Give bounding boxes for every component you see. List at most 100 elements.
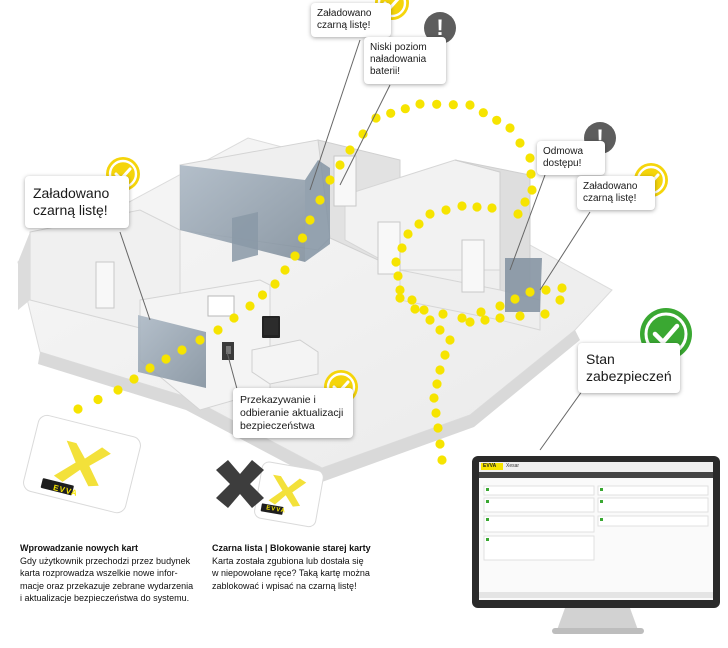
trail-dot	[345, 145, 355, 155]
monitor-app-name: Xesar	[506, 463, 520, 469]
trail-dot	[415, 99, 425, 109]
trail-dot	[145, 363, 155, 373]
trail-dot	[335, 160, 345, 170]
trail-dot	[440, 350, 450, 360]
callout-line: czarną listę!	[317, 20, 371, 32]
trail-dot	[391, 257, 401, 267]
trail-dot	[400, 104, 410, 114]
trail-dot	[425, 315, 435, 325]
trail-dot	[325, 175, 335, 185]
callout-right-blacklist: Załadowano czarną listę!	[577, 176, 655, 211]
caption-title: Czarna lista | Blokowanie starej karty	[212, 543, 371, 553]
caption-line: Karta została zgubiona lub dostała się	[212, 555, 364, 566]
trail-dot	[425, 209, 435, 219]
callout-line: naładowania	[370, 54, 427, 66]
callout-line: Przekazywanie i	[240, 394, 316, 406]
callout-transfer-update: Przekazywanie i odbieranie aktualizacji …	[233, 388, 353, 439]
dot-trail	[73, 99, 567, 465]
trail-dot	[432, 99, 442, 109]
trail-dot	[407, 295, 417, 305]
trail-dot	[161, 354, 171, 364]
trail-dot	[513, 209, 523, 219]
trail-dot	[465, 317, 475, 327]
callout-line: czarną listę!	[33, 202, 108, 219]
trail-dot	[315, 195, 325, 205]
trail-dot	[435, 439, 445, 449]
callout-line: Załadowano	[317, 8, 372, 19]
trail-dot	[478, 108, 488, 118]
trail-dot	[435, 325, 445, 335]
trail-dot	[438, 309, 448, 319]
monitor-brand: EVVA	[483, 463, 497, 469]
office-equipment	[207, 295, 319, 385]
trail-dot	[465, 100, 475, 110]
caption-title: Wprowadzanie nowych kart	[20, 543, 139, 553]
caption-line: zablokować i wpisać na czarną listę!	[212, 580, 357, 591]
caption-new-cards: Wprowadzanie nowych kart Gdy użytkownik …	[20, 542, 220, 605]
caption-line: w niepowołane ręce? Taką kartę można	[212, 568, 370, 578]
trail-dot	[397, 243, 407, 253]
callout-left-blacklist: Załadowano czarną listę!	[25, 176, 129, 229]
trail-dot	[433, 423, 443, 433]
callout-top-blacklist: Załadowano czarną listę!	[311, 3, 391, 38]
trail-dot	[371, 113, 381, 123]
trail-dot	[540, 309, 550, 319]
trail-dot	[113, 385, 123, 395]
trail-dot	[93, 394, 103, 405]
caption-line: macje oraz przekazuje zebrane wydarzenia	[20, 580, 194, 591]
trail-dot	[527, 185, 537, 195]
caption-blacklist: Czarna lista | Blokowanie starej karty K…	[212, 542, 412, 592]
callout-line: Niski poziom	[370, 42, 427, 53]
trail-dot	[526, 169, 536, 179]
monitor	[472, 456, 720, 634]
trail-dot	[213, 325, 223, 335]
trail-dot	[495, 313, 505, 323]
card-blocked	[254, 461, 324, 528]
caption-line: Gdy użytkownik przechodzi przez budynek	[20, 555, 191, 566]
callout-line: Załadowano	[33, 185, 110, 201]
trail-dot	[297, 233, 308, 243]
callout-line: Załadowano	[583, 181, 638, 192]
callout-line: czarną listę!	[583, 193, 637, 205]
callout-access-denied: Odmowa dostępu!	[537, 141, 605, 176]
trail-dot	[441, 205, 451, 215]
trail-dot	[431, 408, 441, 418]
caption-line: karta rozprowadza wszelkie nowe infor-	[20, 568, 178, 578]
caption-line: i aktualizacje bezpieczeństwa do systemu…	[20, 593, 190, 603]
trail-dot	[429, 393, 439, 403]
callout-low-battery: Niski poziom naładowania baterii!	[364, 37, 446, 84]
trail-dot	[492, 115, 502, 125]
callout-line: baterii!	[370, 66, 401, 78]
trail-dot	[280, 265, 290, 275]
callout-line: Stan	[586, 351, 615, 367]
trail-dot	[177, 345, 187, 355]
callout-line: zabezpieczeń	[586, 368, 672, 385]
trail-dot	[505, 123, 515, 133]
trail-dot	[515, 311, 525, 321]
trail-dot	[414, 219, 424, 229]
trail-dot	[403, 229, 413, 239]
trail-dot	[386, 108, 396, 118]
trail-dot	[73, 404, 83, 414]
trail-dot	[472, 202, 482, 212]
trail-dot	[395, 285, 405, 295]
trail-dot	[457, 313, 467, 323]
trail-dot	[358, 129, 368, 139]
trail-dot	[257, 290, 268, 300]
trail-dot	[393, 271, 403, 281]
trail-dot	[245, 301, 255, 311]
trail-dot	[419, 305, 429, 315]
card-new	[23, 414, 141, 514]
trail-dot	[457, 201, 467, 211]
trail-dot	[448, 100, 458, 110]
callout-security-status: Stan zabezpieczeń	[578, 343, 680, 394]
trail-dot	[557, 283, 567, 293]
trail-dot	[435, 365, 445, 375]
trail-dot	[410, 304, 420, 314]
trail-dot	[129, 374, 139, 384]
trail-dot	[515, 138, 525, 148]
trail-dot	[541, 285, 551, 295]
trail-dot	[495, 301, 505, 311]
